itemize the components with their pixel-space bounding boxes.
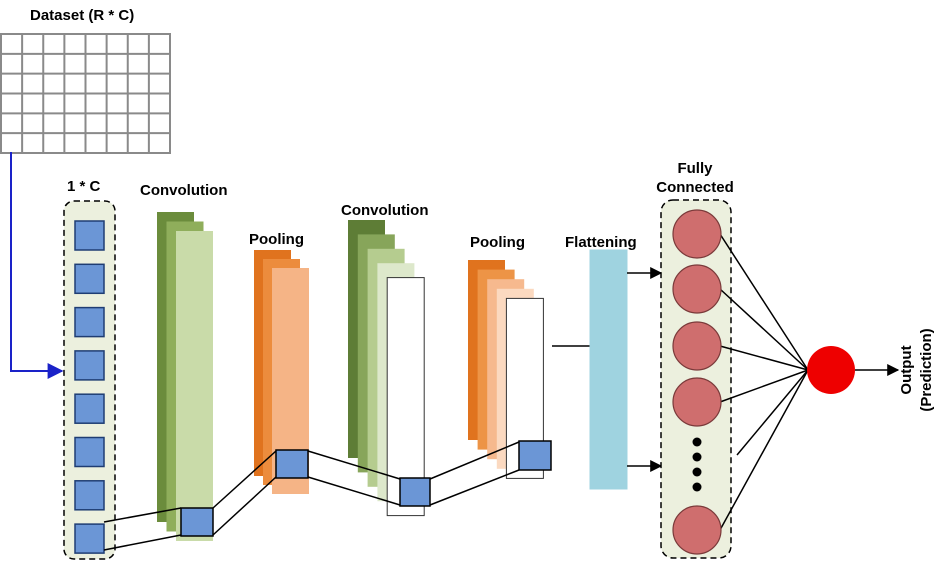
- input-vector-label: 1 * C: [67, 178, 101, 195]
- neuron: [672, 264, 722, 314]
- convolution-1-label: Convolution: [140, 182, 227, 199]
- neuron: [672, 505, 722, 555]
- ellipsis-dot: [692, 437, 702, 447]
- convolution-2-label: Convolution: [341, 202, 428, 219]
- neuron-output-line: [719, 369, 809, 403]
- input-vector-cell: [74, 480, 105, 511]
- pooling-1-feature-maps: [254, 250, 309, 494]
- pooling-1-label: Pooling: [249, 231, 304, 248]
- flattening-label: Flattening: [565, 234, 637, 251]
- pooling-2-feature-maps: [468, 260, 544, 479]
- fully-connected-neurons: [672, 209, 722, 555]
- convolution-2-feature-maps: [348, 220, 425, 517]
- ellipsis-dot: [692, 452, 702, 462]
- pooling-2-label: Pooling: [470, 234, 525, 251]
- neuron-output-line: [719, 369, 809, 531]
- fully-connected-label-line2: Connected: [656, 179, 734, 196]
- convolution-1-feature-maps: [157, 212, 213, 541]
- convolution-1-map: [176, 231, 213, 541]
- dataset-grid: [0, 33, 171, 154]
- input-vector-cell: [74, 436, 105, 468]
- neuron-output-line: [719, 288, 809, 371]
- kernel-conv2: [399, 477, 431, 507]
- dataset-label: Dataset (R * C): [30, 7, 134, 24]
- kernel-pool2: [518, 440, 552, 471]
- input-vector-cell: [74, 350, 105, 381]
- convolution-2-map: [386, 277, 425, 517]
- input-vector-cell: [74, 306, 105, 338]
- input-vector-cells: [74, 220, 105, 554]
- input-vector-cell: [74, 393, 105, 424]
- input-vector-cell: [74, 263, 105, 295]
- input-vector-cell: [74, 220, 105, 251]
- input-vector-cell: [74, 523, 105, 554]
- neuron-output-line: [736, 369, 809, 456]
- neuron-to-output-lines: [719, 233, 809, 531]
- output-node: [807, 346, 855, 394]
- neuron: [672, 209, 722, 259]
- neuron: [672, 377, 722, 427]
- kernel-pool1: [275, 449, 309, 479]
- neuron: [672, 321, 722, 371]
- kernel-conv1: [180, 507, 214, 537]
- dataset-to-input-arrow: [10, 152, 64, 379]
- neuron-output-line: [719, 345, 809, 371]
- ellipsis-dot: [692, 482, 702, 492]
- fully-connected-label-line1: Fully: [677, 160, 713, 177]
- ellipsis-dot: [692, 467, 702, 477]
- output-label-line2: (Prediction): [918, 328, 935, 411]
- output-label-line1: Output: [898, 345, 915, 394]
- neuron-output-line: [719, 233, 809, 371]
- receptive-field-lines: [103, 441, 520, 551]
- flatten-layer: [589, 249, 628, 490]
